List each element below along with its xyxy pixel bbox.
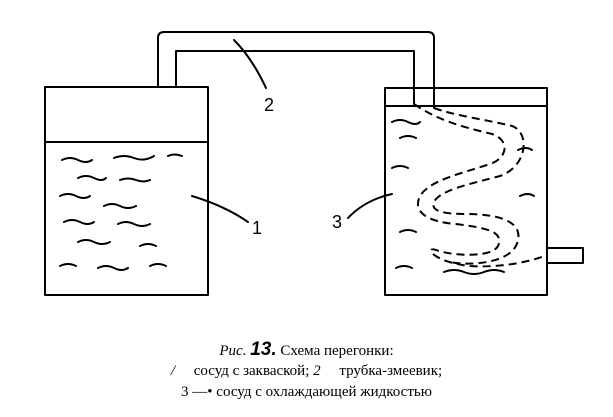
- callout-label-3: 3: [332, 212, 343, 232]
- vessel-1-liquid: [59, 153, 183, 271]
- connecting-tube-inner: [175, 50, 415, 105]
- callout-label-2: 2: [264, 95, 275, 115]
- vessel-3-liquid: [391, 119, 535, 275]
- caption-figure-number: 13.: [250, 339, 277, 360]
- caption-item-1: сосуд с закваской;: [193, 363, 310, 379]
- caption-marker: /: [170, 363, 175, 379]
- callout-leader-2: [233, 39, 267, 89]
- outlet-pipe: [546, 247, 584, 264]
- caption-item-2: трубка-змеевик;: [339, 363, 443, 379]
- connecting-tube: [157, 31, 435, 109]
- callout-leader-1: [191, 195, 249, 223]
- caption-prefix: Рис.: [219, 343, 247, 359]
- caption-line-1: Рис. 13. Схема перегонки:: [0, 340, 613, 359]
- caption-line-3: 3 —• сосуд с охлаждающей жидкостью: [181, 384, 432, 400]
- fermentation-vessel: [44, 86, 209, 296]
- caption-line-2: / сосуд с закваской; 2 трубка-змеевик;: [0, 364, 613, 379]
- cooling-vessel: [384, 87, 548, 296]
- callout-leader-3: [347, 193, 393, 219]
- coil-tube: [413, 103, 548, 268]
- callout-label-1: 1: [252, 218, 263, 238]
- caption-item-2-number: 2: [313, 363, 321, 379]
- caption-title: Схема перегонки:: [280, 343, 394, 359]
